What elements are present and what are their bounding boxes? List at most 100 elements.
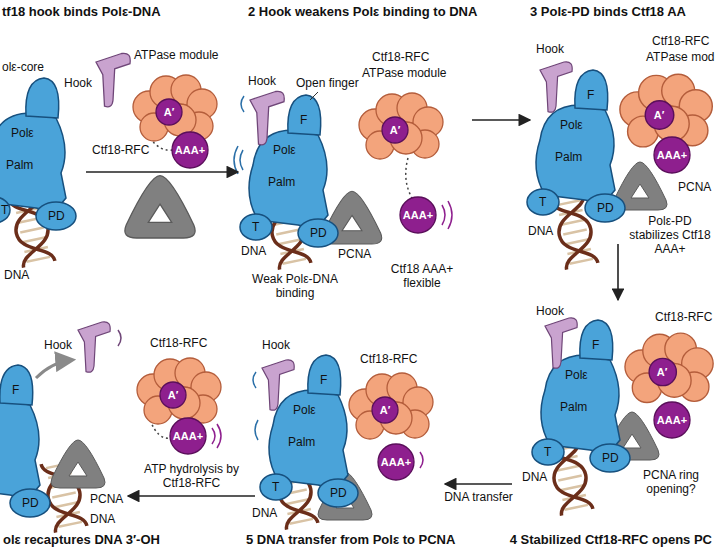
part-label: Polε-PD stabilizes Ctf18 AAA+	[628, 214, 712, 256]
hook-shape	[262, 360, 294, 410]
part-label: PD	[310, 226, 327, 240]
part-label: Ctf18-RFC	[150, 336, 207, 350]
pol-epsilon-shape	[0, 78, 76, 230]
part-label: Open finger	[296, 76, 359, 90]
hook-shape	[250, 91, 284, 145]
panel-heading: 5 DNA transfer from Polε to PCNA	[246, 532, 455, 548]
hook-shape	[78, 322, 110, 372]
step-arrow	[128, 495, 255, 497]
part-label: Ctf18-RFC	[652, 34, 709, 48]
part-label: F	[587, 88, 594, 102]
hook-shape	[96, 53, 130, 107]
part-label: Polε	[11, 126, 34, 140]
part-label: T	[539, 195, 546, 209]
linker	[406, 158, 412, 198]
domain-label: AAA+	[173, 430, 203, 443]
domain-label: AAA+	[657, 149, 687, 162]
step-arrow	[445, 483, 512, 485]
part-label: F	[300, 113, 307, 127]
domain-label: AAA+	[175, 144, 205, 157]
part-label: Ctf18-RFC	[372, 50, 429, 64]
part-label: F	[12, 383, 19, 397]
domain-label: AAA+	[381, 456, 411, 469]
atpase-module-shape	[133, 75, 217, 141]
pol-epsilon-shape	[532, 320, 630, 472]
atpase-module-shape	[349, 373, 433, 439]
pcna-ring	[125, 176, 195, 238]
pol-epsilon-shape	[240, 95, 338, 247]
part-label: PD	[597, 201, 614, 215]
part-label: DNA	[4, 268, 29, 282]
domain-label: A′	[654, 109, 665, 122]
part-label: ATPase module	[134, 48, 219, 62]
atpase-module-shape	[137, 358, 221, 424]
part-label: PD	[602, 451, 619, 465]
part-label: F	[592, 338, 599, 352]
part-label: Polε	[565, 368, 588, 382]
motion-lines	[420, 452, 423, 468]
atpase-module-shape	[620, 74, 712, 147]
motion-lines	[442, 201, 452, 229]
motion-lines	[212, 424, 221, 448]
hook-shape	[545, 318, 577, 368]
part-label: Polε	[273, 143, 296, 157]
pol-epsilon-shape	[527, 70, 625, 222]
domain-label: AAA+	[657, 414, 687, 427]
motion-lines	[118, 330, 121, 346]
domain-label: A′	[380, 404, 391, 417]
part-label: PD	[48, 209, 65, 223]
part-label: Hook	[64, 76, 92, 90]
part-label: DNA	[252, 506, 277, 520]
part-label: T	[272, 480, 279, 494]
leader-line	[310, 92, 318, 100]
aaa-domain-shape	[654, 402, 690, 438]
part-label: ATPase mod	[646, 50, 714, 64]
part-label: Palm	[560, 400, 587, 414]
domain-label: AAA+	[403, 209, 433, 222]
part-label: Weak Polε-DNA binding	[240, 272, 350, 300]
part-label: Polε	[293, 403, 316, 417]
aaa-domain-shape	[378, 444, 414, 480]
part-label: Ctf18 AAA+ flexible	[372, 262, 472, 290]
atpase-module-shape	[625, 333, 713, 402]
domain-label: A′	[657, 366, 668, 379]
part-label: Hook	[262, 338, 290, 352]
part-label: Polε	[560, 118, 583, 132]
part-label: Hook	[248, 74, 276, 88]
motion-lines	[234, 96, 244, 174]
step-arrow	[617, 244, 619, 300]
part-label: Palm	[555, 150, 582, 164]
pol-epsilon-shape	[260, 355, 358, 507]
part-label: DNA	[522, 470, 547, 484]
part-label: ATPase module	[362, 66, 447, 80]
part-label: PD	[330, 486, 347, 500]
step-arrow	[86, 171, 238, 173]
domain-label: A′	[390, 124, 401, 137]
panel-heading: 3 Polε-PD binds Ctf18 AA	[530, 4, 686, 20]
edge-label: DNA transfer	[442, 490, 515, 504]
panel-heading: tf18 hook binds Polε-DNA	[2, 4, 161, 20]
aaa-domain-shape	[400, 197, 436, 233]
part-label: PCNA	[338, 247, 371, 261]
part-label: Palm	[6, 158, 33, 172]
part-label: Ctf18-RFC	[360, 352, 417, 366]
atpase-module-shape	[359, 93, 443, 159]
release-arrow	[36, 360, 72, 378]
part-label: PCNA	[678, 180, 711, 194]
aaa-domain-shape	[654, 137, 690, 173]
part-label: Palm	[268, 175, 295, 189]
motion-lines	[253, 372, 258, 440]
part-label: T	[1, 203, 8, 217]
aaa-domain-shape	[170, 418, 206, 454]
part-label: F	[320, 373, 327, 387]
part-label: T	[544, 445, 551, 459]
part-label: PCNA	[90, 492, 123, 506]
edge-label: ATP hydrolysis by Ctf18-RFC	[125, 462, 259, 490]
part-label: PCNA ring opening?	[630, 468, 712, 496]
pcna-ring	[51, 440, 105, 488]
part-label: T	[252, 220, 259, 234]
part-label: DNA	[90, 512, 115, 526]
part-label: Palm	[288, 435, 315, 449]
pol-epsilon-shape	[0, 365, 50, 517]
